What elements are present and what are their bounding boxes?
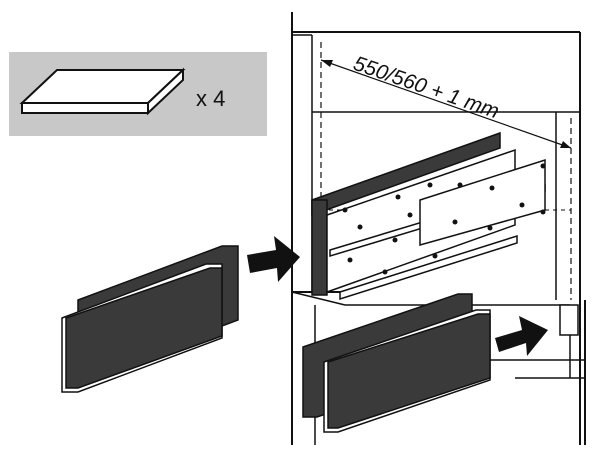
side-bracket [559, 304, 579, 336]
parts-box: x 4 [9, 52, 267, 136]
arrow-right-upper [247, 236, 300, 282]
left-panel-pair [61, 245, 239, 393]
screw-holes [342, 163, 546, 275]
arrow-right-lower [495, 316, 548, 356]
upper-front-panel [311, 131, 546, 301]
quantity-label: x 4 [196, 86, 225, 111]
dimension-indicator: 550/560 + 1 mm [320, 52, 572, 149]
lower-panel-pair [302, 293, 491, 433]
board-part-icon [19, 67, 186, 116]
cabinet [291, 12, 586, 445]
